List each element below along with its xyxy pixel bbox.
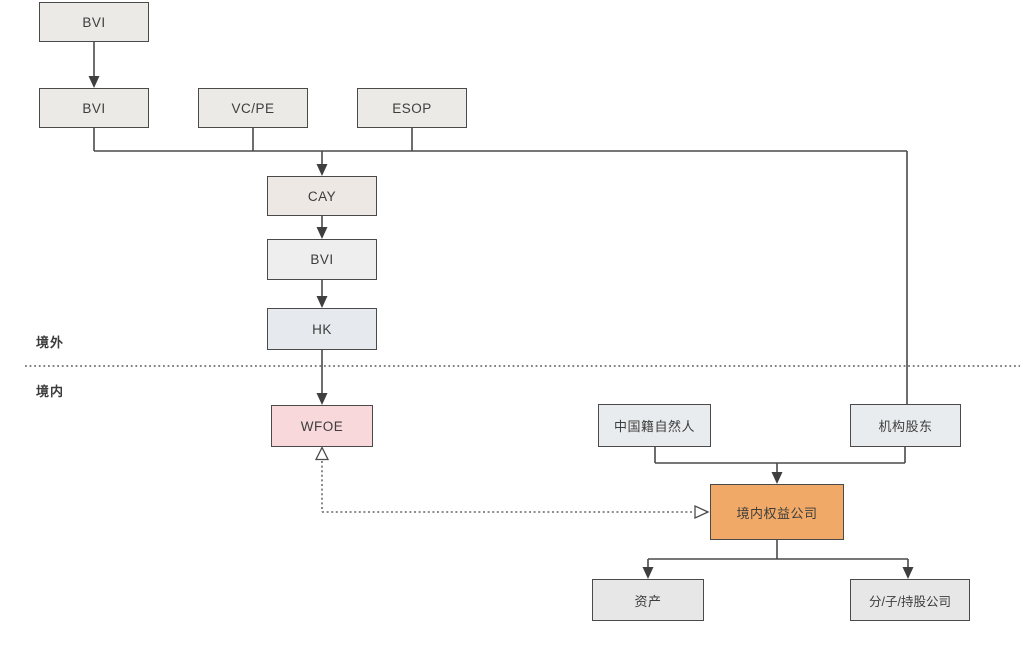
- node-esop: ESOP: [357, 88, 467, 128]
- edge-shareholder-bus: [93, 128, 908, 404]
- edge-vie-dotted: [321, 461, 693, 513]
- arrowhead-cay: [316, 164, 328, 176]
- region-label-offshore: 境外: [36, 335, 65, 350]
- edge-domestic-bus: [648, 540, 908, 560]
- node-bvi-second: BVI: [39, 88, 149, 128]
- node-cayman: CAY: [267, 176, 377, 216]
- node-assets: 资产: [592, 579, 704, 621]
- node-institutional-shareholder: 机构股东: [850, 404, 961, 447]
- node-hongkong: HK: [267, 308, 377, 350]
- arrowhead-subs: [902, 567, 914, 579]
- arrowhead-wfoe: [316, 393, 328, 405]
- edge-holders-bus: [654, 447, 906, 464]
- arrowhead-bvi2: [88, 76, 100, 88]
- hollow-arrowhead-up-wfoe: [314, 446, 330, 461]
- arrowhead-bvi-mid: [316, 227, 328, 239]
- region-label-onshore: 境内: [36, 384, 65, 399]
- node-domestic-equity-company: 境内权益公司: [710, 484, 844, 540]
- arrowhead-assets: [642, 567, 654, 579]
- arrowhead-domestic: [771, 472, 783, 484]
- node-wfoe: WFOE: [271, 405, 373, 447]
- node-bvi-middle: BVI: [267, 239, 377, 280]
- node-branch-subsidiary-holding: 分/子/持股公司: [850, 579, 970, 621]
- arrowhead-hk: [316, 296, 328, 308]
- node-vc-pe: VC/PE: [198, 88, 308, 128]
- node-chinese-natural-person: 中国籍自然人: [598, 404, 711, 447]
- node-bvi-top: BVI: [39, 2, 149, 42]
- hollow-arrowhead-right-domestic: [694, 504, 710, 520]
